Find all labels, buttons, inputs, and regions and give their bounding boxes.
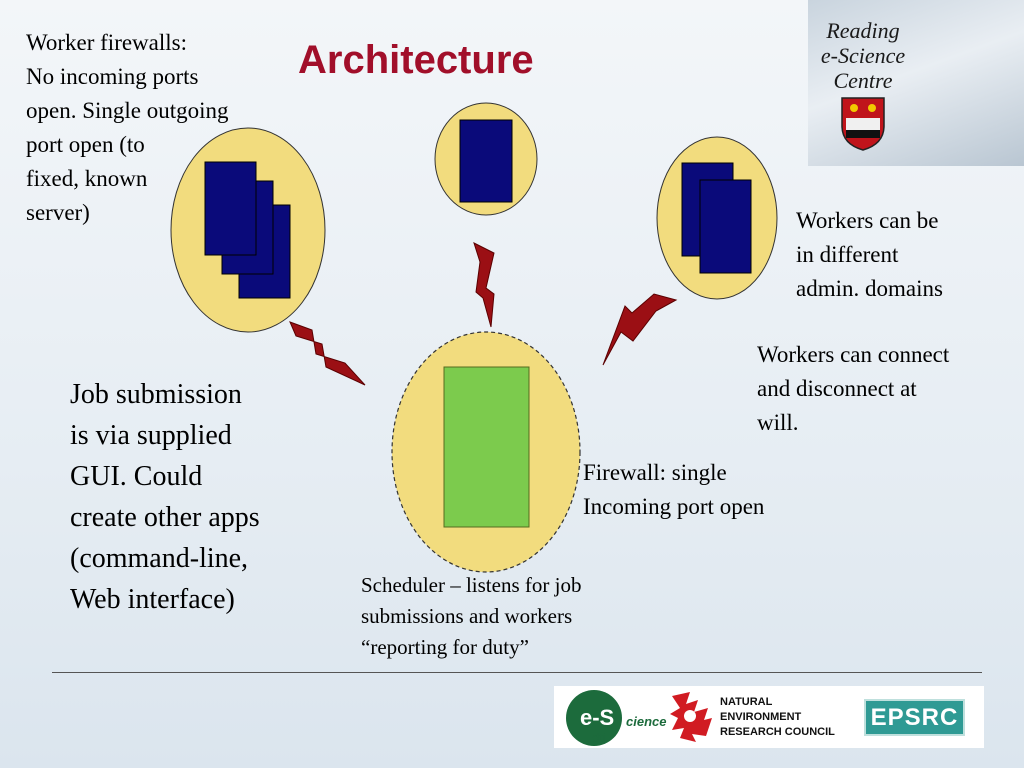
dti-logo-text: dti	[592, 730, 606, 745]
architecture-diagram	[170, 102, 778, 573]
crest-icon	[841, 97, 885, 151]
connect-note: Workers can connect and disconnect at wi…	[757, 342, 950, 435]
scheduler-box	[443, 366, 530, 528]
escience-logo-text: e-S	[580, 705, 615, 730]
lightning-bolt-middle	[473, 242, 495, 328]
epsrc-logo	[864, 699, 965, 736]
scheduler-note: Scheduler – listens for job submissions …	[361, 573, 582, 659]
nerc-logo-icon	[670, 692, 712, 742]
epsrc-logo-text: EPSRC	[870, 704, 959, 731]
lightning-bolt-left	[289, 321, 366, 386]
nerc-logo-text: NATURAL ENVIRONMENT RESEARCH COUNCIL	[720, 696, 835, 738]
escience-logo-suffix: cience	[626, 714, 667, 729]
slide-title: Architecture	[298, 38, 534, 82]
escience-logo-icon	[566, 690, 622, 746]
job-submission-note: Job submission is via supplied GUI. Coul…	[70, 379, 260, 615]
worker-box	[699, 179, 752, 274]
footer-divider	[52, 672, 982, 673]
scheduler-firewall-note: Firewall: single Incoming port open	[583, 460, 765, 519]
lightning-bolt-right	[602, 293, 678, 366]
reading-escience-logo	[808, 0, 1024, 166]
worker-box	[204, 161, 257, 256]
admin-domains-note: Workers can be in different admin. domai…	[796, 208, 943, 301]
logo-text: Reading e-Science Centre	[820, 18, 906, 93]
worker-firewalls-note: Worker firewalls: No incoming ports open…	[26, 30, 229, 225]
worker-box	[459, 119, 513, 203]
